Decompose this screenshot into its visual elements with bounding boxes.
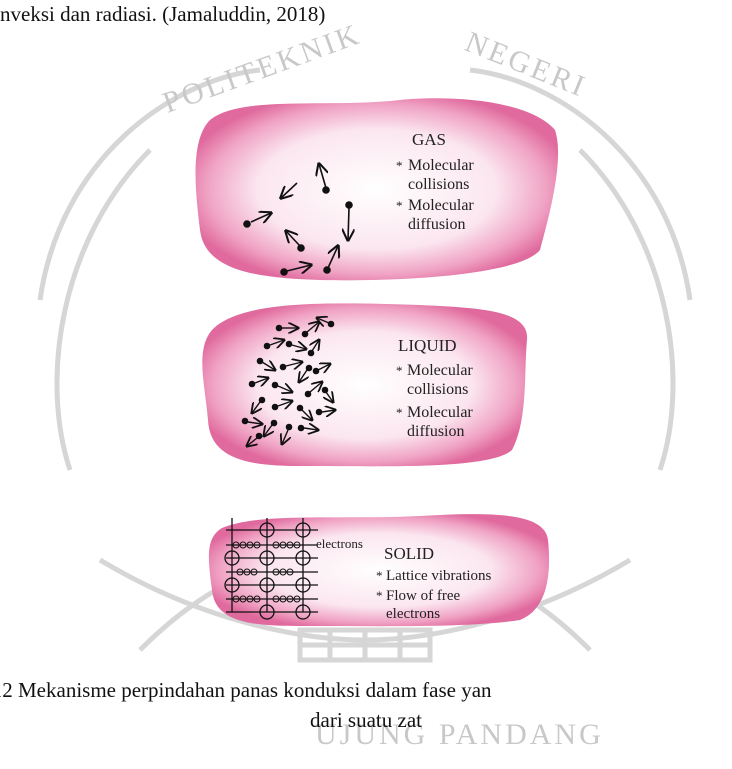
gas-item2-line1: Molecular (408, 197, 474, 214)
solid-item2-line2: electrons (386, 606, 440, 622)
solid-bullet-2: * (376, 588, 383, 603)
gas-title: GAS (412, 130, 446, 149)
solid-item1-line1: Lattice vibrations (386, 568, 492, 584)
gas-item1-line1: Molecular (408, 157, 474, 174)
liquid-item1-line1: Molecular (407, 362, 473, 379)
gas-blob (196, 98, 559, 280)
liquid-bullet-2: * (396, 405, 403, 420)
gas-item1-line2: collisions (408, 176, 469, 193)
liquid-item1-line2: collisions (407, 381, 468, 398)
liquid-title: LIQUID (398, 336, 457, 355)
figure-caption-line1: 2.12 Mekanisme perpindahan panas konduks… (0, 678, 708, 703)
gas-bullet-1: * (396, 158, 403, 173)
figure-caption-line2: dari suatu zat (0, 708, 732, 733)
solid-electrons-label: electrons (316, 536, 363, 551)
gas-item2-line2: diffusion (408, 216, 465, 233)
gas-bullet-2: * (396, 198, 403, 213)
solid-bullet-1: * (376, 568, 383, 583)
solid-item2-line1: Flow of free (386, 588, 460, 604)
solid-title: SOLID (384, 544, 434, 563)
liquid-item2-line1: Molecular (407, 404, 473, 421)
liquid-item2-line2: diffusion (407, 423, 464, 440)
liquid-bullet-1: * (396, 363, 403, 378)
